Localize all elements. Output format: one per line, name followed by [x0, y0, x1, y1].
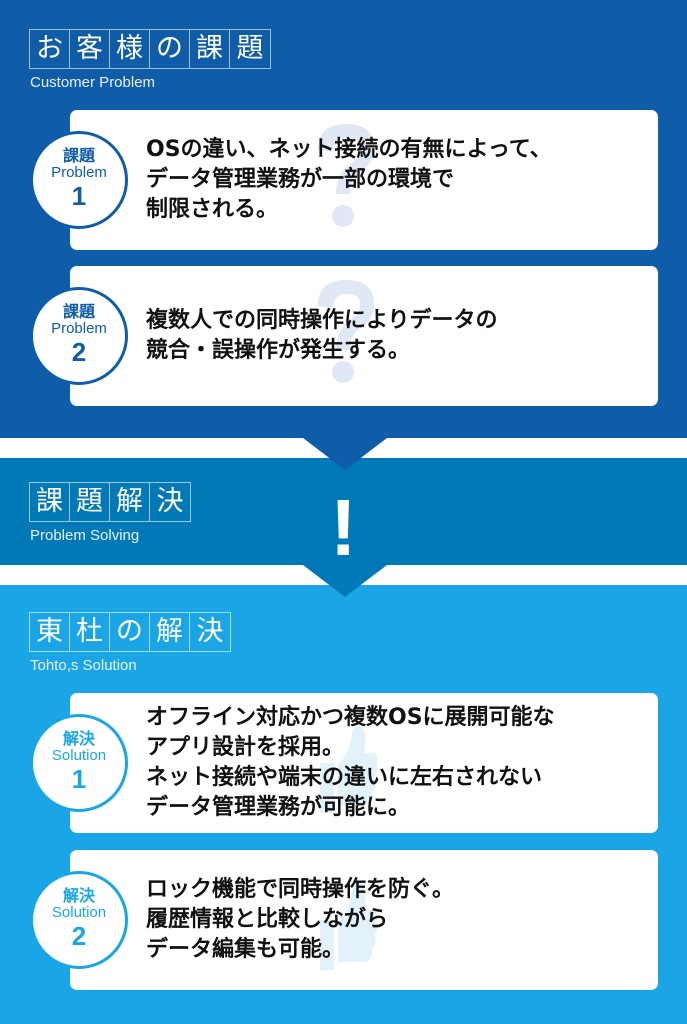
badge-label: 解決	[62, 886, 95, 905]
card-text: データ管理業務が一部の環境で	[146, 167, 455, 192]
solution-card-1: オフライン対応かつ複数OSに展開可能なアプリ設計を採用。ネット接続や端末の違いに…	[70, 693, 658, 833]
card-text: データ管理業務が可能に。	[146, 795, 411, 820]
card-text: アプリ設計を採用。	[146, 735, 345, 760]
title-char: 解	[150, 613, 190, 651]
solution-subtitle: Tohto,s Solution	[30, 657, 137, 674]
badge-number: 1	[71, 764, 87, 794]
title-char: 題	[70, 483, 110, 521]
title-char: の	[150, 30, 190, 68]
badge-number: 2	[71, 337, 87, 367]
title-char: 課	[30, 483, 70, 521]
problem-solving-section	[0, 458, 687, 565]
card-text: 複数人での同時操作によりデータの	[146, 308, 498, 333]
title-char: の	[110, 613, 150, 651]
title-char: 課	[190, 30, 230, 68]
solution-card-2: ロック機能で同時操作を防ぐ。履歴情報と比較しながらデータ編集も可能。	[70, 850, 658, 990]
badge-en: Problem	[51, 164, 107, 181]
card-text: 履歴情報と比較しながら	[146, 907, 389, 932]
title-char: 東	[30, 613, 70, 651]
card-text: データ編集も可能。	[146, 937, 345, 962]
card-text: ネット接続や端末の違いに左右されない	[146, 765, 543, 790]
down-arrow	[303, 438, 387, 470]
title-char: 決	[156, 486, 184, 517]
badge-number: 1	[71, 181, 87, 211]
solving-title: 課題解決	[29, 482, 191, 522]
card-text: 制限される。	[146, 197, 279, 222]
exclamation-icon: !	[330, 483, 357, 572]
thumbs-up-icon	[320, 882, 378, 970]
question-icon	[318, 280, 374, 383]
title-char: 様	[110, 30, 150, 68]
title-char: 決	[196, 616, 224, 647]
title-char: お	[30, 30, 70, 68]
problem-card-1: OSの違い、ネット接続の有無によって、データ管理業務が一部の環境で制限される。	[70, 110, 658, 250]
problem-card-2: 複数人での同時操作によりデータの競合・誤操作が発生する。	[70, 266, 658, 406]
card-text: ロック機能で同時操作を防ぐ。	[146, 877, 455, 902]
solving-subtitle: Problem Solving	[30, 527, 140, 544]
badge-number: 2	[71, 921, 87, 951]
title-char: 杜	[70, 613, 110, 651]
thumbs-up-icon	[320, 725, 378, 813]
title-char: 客	[70, 30, 110, 68]
card-text: OSの違い、ネット接続の有無によって、	[146, 137, 552, 162]
badge-en: Solution	[51, 904, 107, 921]
card-text: オフライン対応かつ複数OSに展開可能な	[146, 705, 555, 730]
badge-label: 解決	[62, 729, 95, 748]
badge-en: Solution	[51, 747, 107, 764]
problem-title: お客様の課題	[29, 29, 271, 69]
badge-label: 課題	[62, 302, 95, 321]
down-arrow	[303, 565, 387, 597]
card-text: 競合・誤操作が発生する。	[146, 338, 411, 363]
problem-subtitle: Customer Problem	[30, 74, 156, 91]
badge-label: 課題	[62, 146, 95, 165]
title-char: 題	[236, 33, 264, 64]
solution-title: 東杜の解決	[29, 612, 231, 652]
question-icon	[318, 124, 374, 227]
title-char: 解	[110, 483, 150, 521]
badge-en: Problem	[51, 320, 107, 337]
